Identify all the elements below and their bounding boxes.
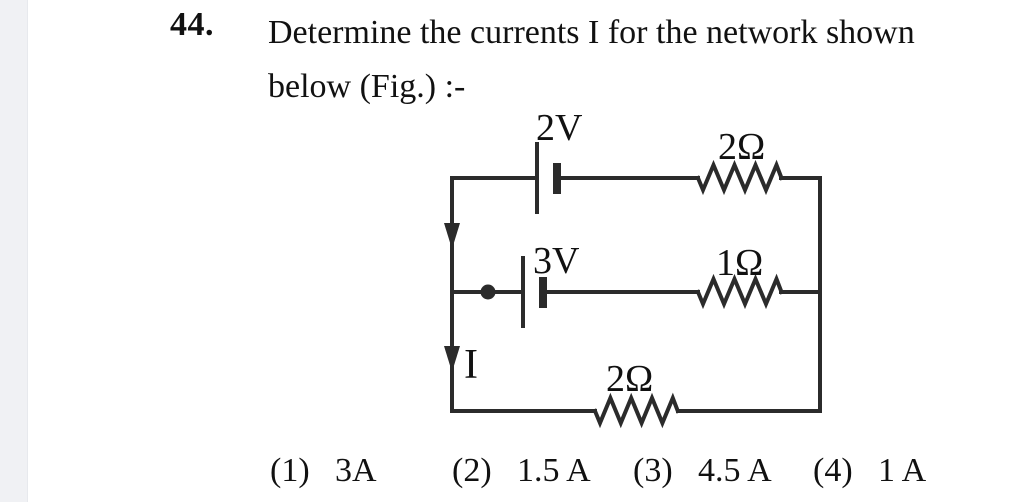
junction-dot [480, 284, 496, 300]
option-3: (3) 4.5 A [633, 452, 772, 490]
answer-options: (1) 3A (2) 1.5 A (3) 4.5 A (4) 1 A [0, 452, 1024, 496]
resistor-mid-label: 1Ω [716, 242, 763, 284]
circuit-diagram: 2V 2Ω 3V 1Ω 2Ω I [444, 107, 822, 429]
question-number: 44. [170, 6, 214, 43]
resistor-mid-zigzag [695, 273, 785, 310]
battery-mid-label: 3V [533, 240, 580, 282]
option-3-number: (3) [633, 452, 673, 489]
option-4-number: (4) [813, 452, 853, 489]
resistor-bottom-label: 2Ω [606, 358, 653, 400]
question-text-line2: below (Fig.) :- [268, 68, 466, 105]
question-text: Determine the currents I for the network… [268, 6, 1008, 114]
option-4: (4) 1 A [813, 452, 926, 490]
page-edge-strip [0, 0, 28, 502]
option-2-number: (2) [452, 452, 492, 489]
battery-top-label: 2V [536, 107, 583, 149]
question-text-line1: Determine the currents I for the network… [268, 14, 915, 51]
option-2: (2) 1.5 A [452, 452, 591, 490]
option-1-value: 3A [335, 452, 377, 489]
option-2-value: 1.5 A [517, 452, 591, 489]
option-1-number: (1) [270, 452, 310, 489]
current-label: I [464, 342, 478, 388]
current-arrow-lower [444, 346, 460, 372]
option-1: (1) 3A [270, 452, 377, 490]
resistor-top-zigzag [695, 159, 785, 196]
resistor-bottom-zigzag [592, 392, 681, 429]
option-4-value: 1 A [878, 452, 927, 489]
current-arrow-upper [444, 223, 460, 249]
resistor-top-label: 2Ω [718, 126, 765, 168]
option-3-value: 4.5 A [698, 452, 772, 489]
